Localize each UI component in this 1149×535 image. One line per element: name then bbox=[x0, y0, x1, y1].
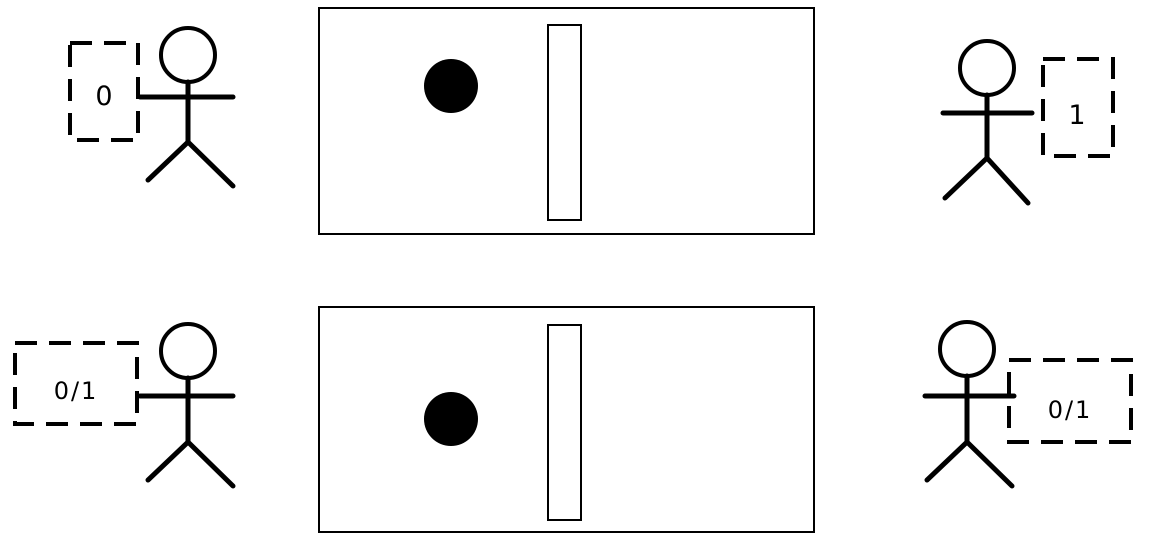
table-top bbox=[319, 8, 814, 234]
person-head bbox=[161, 324, 215, 378]
left-value-label: 0/1 bbox=[54, 377, 99, 405]
right-value-label: 0/1 bbox=[1048, 396, 1093, 424]
person-left-leg bbox=[148, 442, 188, 480]
left-person-top bbox=[140, 28, 233, 186]
right-value-label: 1 bbox=[1068, 100, 1085, 131]
ball bbox=[424, 392, 478, 446]
right-value-box-top: 1 bbox=[1043, 59, 1113, 156]
ball bbox=[424, 59, 478, 113]
person-head bbox=[960, 41, 1014, 95]
scene-bottom: 0/1 0/1 bbox=[15, 307, 1131, 532]
person-head bbox=[161, 28, 215, 82]
right-person-bottom bbox=[925, 322, 1014, 486]
table-outline bbox=[319, 307, 814, 532]
person-right-leg bbox=[987, 158, 1028, 203]
left-person-bottom bbox=[140, 324, 233, 486]
person-left-leg bbox=[927, 442, 967, 480]
divider-bar bbox=[548, 25, 581, 220]
left-value-label: 0 bbox=[95, 81, 112, 112]
right-person-top bbox=[943, 41, 1032, 203]
person-right-leg bbox=[188, 442, 233, 486]
table-bottom bbox=[319, 307, 814, 532]
right-value-box-bottom: 0/1 bbox=[1009, 360, 1131, 442]
person-right-leg bbox=[188, 142, 233, 186]
person-head bbox=[940, 322, 994, 376]
person-right-leg bbox=[967, 442, 1012, 486]
left-value-box-bottom: 0/1 bbox=[15, 343, 137, 424]
left-value-box-top: 0 bbox=[70, 43, 138, 140]
person-left-leg bbox=[148, 142, 188, 180]
table-outline bbox=[319, 8, 814, 234]
divider-bar bbox=[548, 325, 581, 520]
scene-top: 0 1 bbox=[70, 8, 1113, 234]
person-left-leg bbox=[945, 158, 987, 198]
